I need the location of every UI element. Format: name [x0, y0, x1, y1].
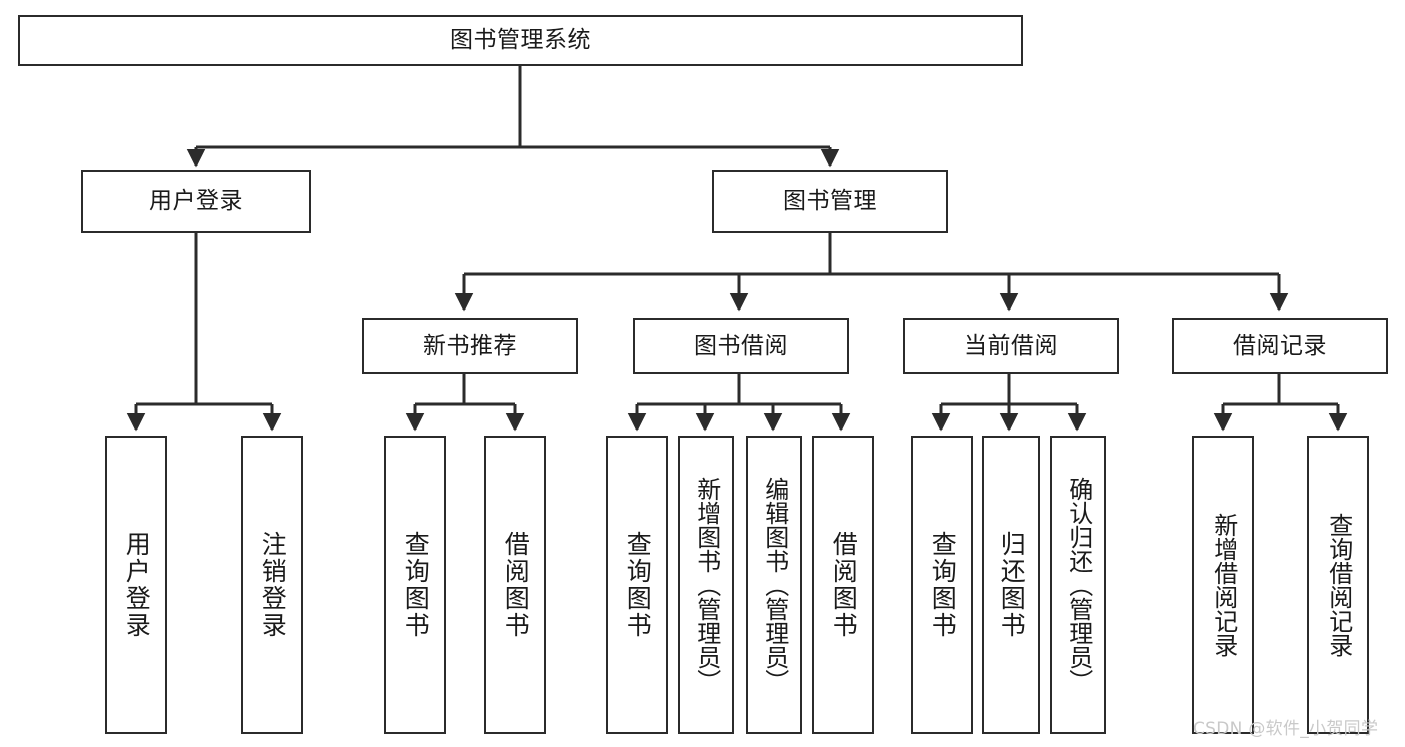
leaf-query-book-newbook[interactable]: 查询图书 [384, 436, 446, 734]
leaf-confirm-return-admin[interactable]: 确认归还（管理员） [1050, 436, 1106, 734]
node-label: 借阅记录 [1233, 332, 1327, 359]
node-label: 查询借阅记录 [1324, 513, 1353, 657]
node-label: 新增图书（管理员） [692, 477, 721, 693]
leaf-borrow-book-newbook[interactable]: 借阅图书 [484, 436, 546, 734]
node-label: 图书管理系统 [450, 27, 591, 54]
leaf-borrow-book[interactable]: 借阅图书 [812, 436, 874, 734]
node-label: 借阅图书 [829, 531, 859, 639]
node-label: 归还图书 [997, 531, 1027, 639]
node-root-book-management-system[interactable]: 图书管理系统 [18, 15, 1023, 66]
leaf-logout[interactable]: 注销登录 [241, 436, 303, 734]
node-label: 图书管理 [783, 188, 877, 215]
node-book-management[interactable]: 图书管理 [712, 170, 948, 233]
node-label: 图书借阅 [694, 332, 788, 359]
node-label: 注销登录 [258, 531, 288, 639]
node-user-login[interactable]: 用户登录 [81, 170, 311, 233]
node-label: 查询图书 [623, 531, 653, 639]
leaf-user-login[interactable]: 用户登录 [105, 436, 167, 734]
node-label: 确认归还（管理员） [1064, 477, 1093, 693]
leaf-return-book[interactable]: 归还图书 [982, 436, 1040, 734]
leaf-query-borrow-record[interactable]: 查询借阅记录 [1307, 436, 1369, 734]
leaf-add-book-admin[interactable]: 新增图书（管理员） [678, 436, 734, 734]
node-label: 新增借阅记录 [1209, 513, 1238, 657]
leaf-query-book-borrow[interactable]: 查询图书 [606, 436, 668, 734]
csdn-watermark: CSDN @软件_小贺同学 [1193, 719, 1379, 739]
node-label: 借阅图书 [501, 531, 531, 639]
node-borrow-record[interactable]: 借阅记录 [1172, 318, 1388, 374]
node-label: 当前借阅 [964, 332, 1058, 359]
node-book-borrow[interactable]: 图书借阅 [633, 318, 849, 374]
node-new-book-recommend[interactable]: 新书推荐 [362, 318, 578, 374]
node-label: 查询图书 [401, 531, 431, 639]
leaf-edit-book-admin[interactable]: 编辑图书（管理员） [746, 436, 802, 734]
node-label: 用户登录 [149, 188, 243, 215]
node-label: 查询图书 [928, 531, 958, 639]
node-label: 编辑图书（管理员） [760, 477, 789, 693]
leaf-query-book-current[interactable]: 查询图书 [911, 436, 973, 734]
node-label: 新书推荐 [423, 332, 517, 359]
leaf-add-borrow-record[interactable]: 新增借阅记录 [1192, 436, 1254, 734]
node-current-borrow[interactable]: 当前借阅 [903, 318, 1119, 374]
node-label: 用户登录 [122, 531, 152, 639]
